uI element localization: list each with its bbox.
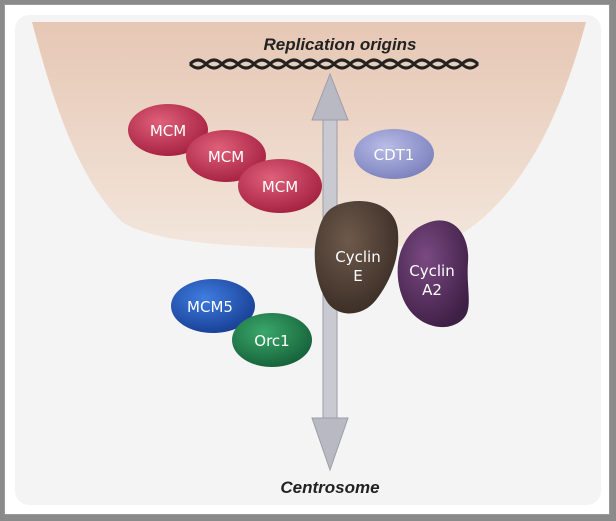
cyclin-e-label-2: E <box>353 267 362 285</box>
mcm-label-3: MCM <box>262 178 298 196</box>
cyclin-a2-protein: Cyclin A2 <box>397 220 469 328</box>
orc1-label: Orc1 <box>254 332 289 350</box>
mcm-label-1: MCM <box>150 122 186 140</box>
mcm-label-2: MCM <box>208 148 244 166</box>
cdt1-protein: CDT1 <box>354 129 434 179</box>
cyclin-a2-label-2: A2 <box>422 281 442 299</box>
cyclin-e-label-1: Cyclin <box>335 248 380 266</box>
centrosome-label: Centrosome <box>280 478 379 497</box>
nucleus-region <box>32 22 586 249</box>
mcm-protein-3: MCM <box>238 159 322 213</box>
replication-origins-label: Replication origins <box>263 35 416 54</box>
mcm-protein-2: MCM <box>186 130 266 182</box>
cyclin-e-protein: Cyclin E <box>314 201 399 314</box>
orc1-protein: Orc1 <box>232 313 312 367</box>
mcm5-label: MCM5 <box>187 298 233 316</box>
dna-double-helix-icon <box>188 58 480 70</box>
mcm-protein-1: MCM <box>128 104 208 156</box>
cyclin-a2-label-1: Cyclin <box>409 262 454 280</box>
cdt1-label: CDT1 <box>374 146 415 164</box>
mcm5-protein: MCM5 <box>171 279 255 333</box>
